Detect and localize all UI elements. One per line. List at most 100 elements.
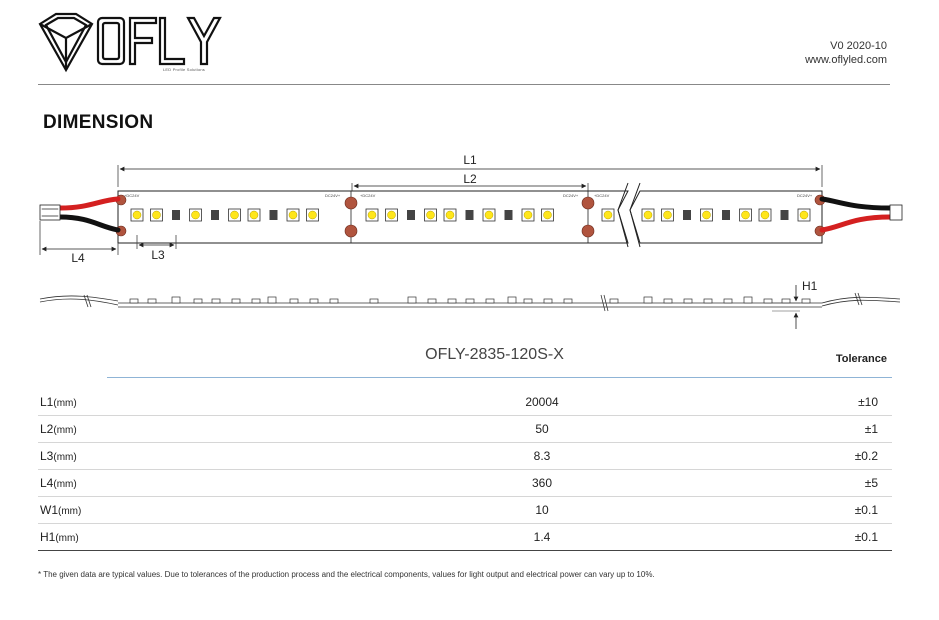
resistor — [407, 210, 415, 220]
side-view-component — [211, 298, 221, 304]
led-chip — [601, 208, 615, 222]
model-title: OFLY-2835-120S-X — [425, 346, 564, 363]
side-view-component — [507, 296, 517, 304]
label-l2: L2 — [463, 172, 477, 186]
resistor — [504, 210, 513, 220]
resistor — [172, 210, 180, 220]
param-name: W1 — [40, 503, 58, 517]
logo-tagline: LED Profile Solutions — [163, 67, 205, 72]
led-chip — [661, 208, 674, 222]
led-chip — [758, 208, 772, 222]
led-chip — [189, 208, 202, 222]
footnote: * The given data are typical values. Due… — [38, 570, 655, 579]
param-unit: (mm) — [58, 506, 82, 517]
label-l1: L1 — [463, 153, 477, 167]
table-row: L3(mm)8.3±0.2 — [38, 442, 892, 470]
led-strip-top-view: +DC24V DC24V+ +DC24V DC24V+ +DC24V DC24V… — [115, 182, 826, 248]
table-row: L4(mm)360±5 — [38, 469, 892, 497]
led-chip — [365, 208, 379, 222]
side-view-component — [781, 298, 791, 304]
tolerance-cell: ±1 — [784, 415, 892, 443]
table-row: L1(mm)20004±10 — [38, 389, 892, 416]
dimension-l2: L2 — [351, 172, 589, 197]
table-row: H1(mm)1.4±0.1 — [38, 523, 892, 551]
led-chip — [521, 208, 535, 222]
side-view-component — [465, 298, 475, 304]
resistor — [780, 210, 789, 220]
website-link[interactable]: www.oflyled.com — [805, 54, 887, 66]
param-cell: L1(mm) — [38, 389, 240, 416]
side-view-component — [407, 296, 417, 304]
pad-label: +DC24V — [594, 193, 610, 198]
pad-label: DC24V+ — [563, 193, 579, 198]
tolerance-cell: ±0.1 — [784, 523, 892, 551]
led-chip — [797, 208, 811, 222]
led-chip — [130, 208, 144, 222]
resistor — [269, 210, 278, 220]
tolerance-header: Tolerance — [835, 353, 887, 365]
value-cell: 1.4 — [240, 523, 784, 551]
param-name: L2 — [40, 422, 54, 436]
led-chip — [739, 208, 752, 222]
led-chip — [541, 208, 554, 222]
side-view-component — [231, 298, 241, 304]
side-view-component — [329, 298, 339, 304]
value-cell: 360 — [240, 469, 784, 497]
pad-label: +DC24V — [360, 193, 376, 198]
label-l3: L3 — [151, 248, 165, 262]
dimension-l1: L1 — [117, 153, 823, 187]
value-cell: 50 — [240, 415, 784, 443]
side-view-component — [171, 296, 181, 304]
led-chip — [443, 208, 457, 222]
header-divider — [38, 84, 890, 85]
label-h1: H1 — [802, 279, 818, 293]
side-view-component — [723, 298, 733, 304]
led-chip — [286, 208, 300, 222]
tolerance-cell: ±0.1 — [784, 496, 892, 524]
resistor — [211, 210, 219, 220]
table-row: L2(mm)50±1 — [38, 415, 892, 443]
param-unit: (mm) — [53, 452, 77, 463]
side-view-component — [663, 298, 673, 304]
led-chip-group — [130, 208, 811, 222]
value-cell: 10 — [240, 496, 784, 524]
led-chip — [247, 208, 261, 222]
led-chip — [306, 208, 319, 222]
led-chip — [150, 208, 163, 222]
led-chip — [424, 208, 437, 222]
led-chip — [482, 208, 496, 222]
side-view-component — [683, 298, 693, 304]
param-cell: L2(mm) — [38, 415, 240, 443]
resistor — [722, 210, 730, 220]
led-strip-side-view — [39, 292, 901, 312]
pad-label: DC24V+ — [325, 193, 341, 198]
param-name: H1 — [40, 530, 56, 544]
param-name: L4 — [40, 476, 54, 490]
side-view-component — [801, 298, 811, 304]
side-view-component — [251, 298, 261, 304]
side-view-component — [309, 298, 319, 304]
param-unit: (mm) — [55, 533, 79, 544]
side-view-component — [447, 298, 457, 304]
param-cell: H1(mm) — [38, 523, 240, 551]
side-view-component — [609, 298, 619, 304]
led-chip — [700, 208, 713, 222]
side-view-component — [743, 296, 753, 304]
pad-label: DC24V+ — [797, 193, 813, 198]
dimension-l4: L4 — [39, 221, 119, 265]
side-view-component — [289, 298, 299, 304]
param-cell: W1(mm) — [38, 496, 240, 524]
side-view-component — [129, 298, 139, 304]
led-chip — [228, 208, 241, 222]
resistor — [683, 210, 691, 220]
side-view-component — [763, 298, 773, 304]
side-view-component — [427, 298, 437, 304]
power-wires — [39, 196, 903, 233]
dimension-l3: L3 — [136, 235, 177, 262]
side-view-component — [523, 298, 533, 304]
tolerance-cell: ±0.2 — [784, 442, 892, 470]
model-divider — [107, 377, 892, 378]
side-view-component — [543, 298, 553, 304]
side-view-component — [563, 298, 573, 304]
